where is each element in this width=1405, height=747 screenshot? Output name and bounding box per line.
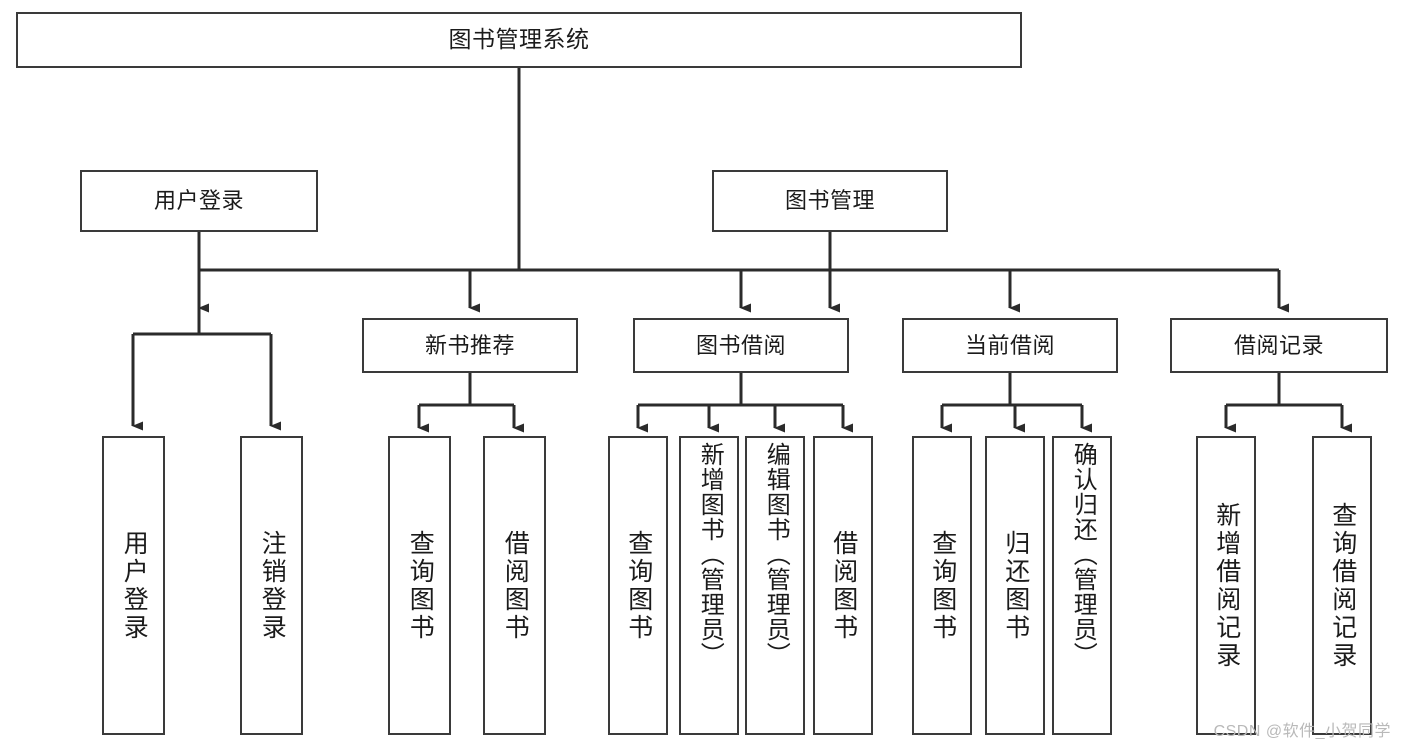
node-label: 确认归还（管理员） — [1069, 442, 1097, 667]
leaf-newbook-borrow-book[interactable]: 借阅图书 — [483, 436, 546, 735]
node-new-book-recommend[interactable]: 新书推荐 — [362, 318, 578, 373]
leaf-borrow-edit-book-admin[interactable]: 编辑图书（管理员） — [745, 436, 805, 735]
node-book-management[interactable]: 图书管理 — [712, 170, 948, 232]
leaf-borrow-query-book[interactable]: 查询图书 — [608, 436, 668, 735]
leaf-current-confirm-return-admin[interactable]: 确认归还（管理员） — [1052, 436, 1112, 735]
node-label: 新增借阅记录 — [1212, 501, 1241, 670]
node-label: 当前借阅 — [964, 332, 1055, 358]
node-label: 查询图书 — [624, 529, 653, 642]
leaf-record-query-record[interactable]: 查询借阅记录 — [1312, 436, 1372, 735]
node-user-login[interactable]: 用户登录 — [80, 170, 318, 232]
node-label: 用户登录 — [153, 188, 244, 214]
node-borrow-record[interactable]: 借阅记录 — [1170, 318, 1388, 373]
node-book-borrow[interactable]: 图书借阅 — [633, 318, 849, 373]
watermark-text: CSDN @软件_小贺同学 — [1213, 723, 1391, 740]
leaf-user-logout[interactable]: 注销登录 — [240, 436, 303, 735]
node-label: 借阅图书 — [829, 529, 858, 642]
leaf-newbook-query-book[interactable]: 查询图书 — [388, 436, 451, 735]
node-label: 用户登录 — [120, 529, 149, 642]
node-label: 查询图书 — [406, 529, 435, 642]
node-label: 新书推荐 — [424, 332, 515, 358]
node-label: 查询图书 — [928, 529, 957, 642]
leaf-borrow-borrow-book[interactable]: 借阅图书 — [813, 436, 873, 735]
node-label: 借阅图书 — [501, 529, 530, 642]
leaf-user-login[interactable]: 用户登录 — [102, 436, 165, 735]
node-label: 查询借阅记录 — [1328, 501, 1357, 670]
node-label: 图书管理 — [784, 188, 875, 214]
node-current-borrow[interactable]: 当前借阅 — [902, 318, 1118, 373]
leaf-current-return-book[interactable]: 归还图书 — [985, 436, 1045, 735]
leaf-borrow-add-book-admin[interactable]: 新增图书（管理员） — [679, 436, 739, 735]
node-label: 新增图书（管理员） — [696, 442, 724, 667]
leaf-record-add-record[interactable]: 新增借阅记录 — [1196, 436, 1256, 735]
node-root-system[interactable]: 图书管理系统 — [16, 12, 1022, 68]
node-label: 图书管理系统 — [448, 26, 590, 53]
node-label: 借阅记录 — [1233, 332, 1324, 358]
leaf-current-query-book[interactable]: 查询图书 — [912, 436, 972, 735]
node-label: 归还图书 — [1001, 529, 1030, 642]
node-label: 编辑图书（管理员） — [762, 442, 790, 667]
node-label: 注销登录 — [258, 529, 287, 642]
node-label: 图书借阅 — [695, 332, 786, 358]
